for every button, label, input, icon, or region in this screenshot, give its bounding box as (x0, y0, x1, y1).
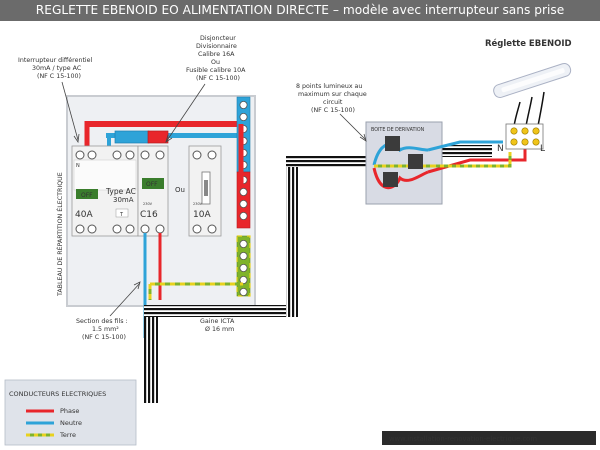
annotation-section: Section des fils : 1.5 mm² (NF C 15-100) (76, 281, 141, 341)
svg-text:maximum sur chaque: maximum sur chaque (298, 91, 367, 98)
svg-text:1.5 mm²: 1.5 mm² (92, 326, 119, 333)
page-title: REGLETTE EBENOID EO ALIMENTATION DIRECTE… (0, 0, 600, 21)
svg-text:Interrupteur différentiel: Interrupteur différentiel (18, 56, 93, 64)
230v-label-fuse: 230V (193, 202, 203, 206)
busbar-earth (236, 235, 251, 297)
svg-text:Section des fils :: Section des fils : (76, 318, 128, 325)
live-label: L (540, 144, 545, 154)
ou-label: Ou (175, 186, 185, 194)
breaker-c16: OFF 230V C16 (137, 145, 169, 237)
svg-text:(NF C 15-100): (NF C 15-100) (196, 75, 240, 82)
reglette-label: Réglette EBENOID (485, 38, 572, 49)
off-label-c16: OFF (146, 181, 158, 188)
40a-label: 40A (75, 210, 93, 220)
annotation-points: 8 points lumineux au maximum sur chaque … (296, 83, 367, 142)
c16-label: C16 (140, 210, 158, 220)
type-ac-label: Type AC (105, 187, 136, 196)
website-bar (382, 431, 596, 445)
n-label-switch: N (76, 163, 80, 169)
differential-switch: OFF Type AC 30mA 40A T N (71, 145, 139, 237)
10a-label: 10A (193, 210, 211, 220)
legend-item-phase: Phase (60, 407, 79, 415)
svg-text:Gaine ICTA: Gaine ICTA (200, 318, 235, 325)
legend-item-neutre: Neutre (60, 419, 82, 427)
svg-text:(NF C 15-100): (NF C 15-100) (311, 107, 355, 114)
legend-item-terre: Terre (59, 431, 76, 439)
website-link[interactable]: www.installation-renovation-electrique.c… (389, 435, 537, 443)
neutral-label: N (497, 144, 504, 154)
svg-text:Calibre 16A: Calibre 16A (198, 51, 235, 58)
fuse-10a: 230V 10A (188, 145, 222, 237)
legend-title: CONDUCTEURS ELECTRIQUES (9, 390, 106, 398)
annotation-interrupteur: Interrupteur différentiel 30mA / type AC… (18, 56, 93, 144)
wiring-diagram: TABLEAU DE RÉPARTITION ÉLECTRIQUE OFF Ty… (4, 35, 596, 446)
svg-text:Ø 16 mm: Ø 16 mm (205, 325, 234, 333)
svg-text:8 points lumineux au: 8 points lumineux au (296, 83, 362, 90)
svg-text:30mA / type AC: 30mA / type AC (32, 65, 82, 72)
30ma-label: 30mA (113, 196, 134, 204)
svg-text:Ou: Ou (211, 59, 220, 66)
annotation-disjoncteur: Disjoncteur Divisionnaire Calibre 16A Ou… (165, 35, 246, 143)
off-label: OFF (81, 192, 93, 199)
terminal-block (505, 123, 544, 150)
legend: CONDUCTEURS ELECTRIQUES Phase Neutre Ter… (4, 379, 137, 446)
ebenoid-strip-light (493, 62, 572, 98)
230v-label-c16: 230V (143, 202, 153, 206)
svg-text:(NF C 15-100): (NF C 15-100) (37, 73, 81, 80)
svg-text:Disjoncteur: Disjoncteur (200, 35, 236, 42)
panel-label: TABLEAU DE RÉPARTITION ÉLECTRIQUE (55, 172, 64, 297)
svg-text:Divisionnaire: Divisionnaire (196, 43, 237, 50)
svg-text:circuit: circuit (323, 99, 343, 106)
icta-conduit (144, 145, 492, 403)
svg-text:(NF C 15-100): (NF C 15-100) (82, 334, 126, 341)
svg-text:Fusible calibre 10A: Fusible calibre 10A (186, 67, 246, 74)
junction-box-label: BOITE DE DERIVATION (371, 127, 425, 133)
test-label: T (119, 212, 124, 218)
junction-box: BOITE DE DERIVATION (365, 121, 443, 205)
annotation-gaine: Gaine ICTA Ø 16 mm (200, 318, 235, 333)
